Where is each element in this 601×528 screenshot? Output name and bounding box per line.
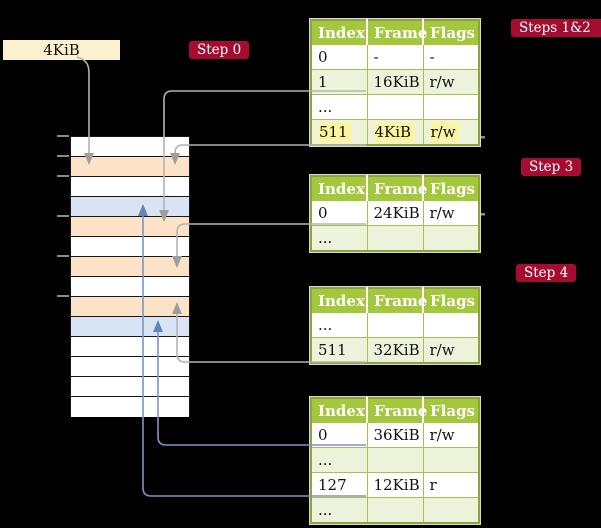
table-cell	[422, 447, 479, 473]
table-cell: 0	[311, 45, 367, 70]
table-row: 511 4KiB r/w	[311, 119, 479, 146]
table-cell: 1	[311, 69, 367, 95]
table-cell: 0	[311, 201, 367, 226]
highlighted-value: 4KiB	[373, 123, 415, 142]
frame-size-label-box: 4KiB	[3, 40, 120, 60]
column-header: Flags	[422, 398, 479, 423]
column-header: Index	[311, 398, 367, 423]
column-header: Flags	[422, 176, 479, 201]
badge-steps-1-2: Steps 1&2	[511, 19, 601, 37]
table-cell: 24KiB	[366, 201, 423, 226]
ruler-tick	[57, 295, 69, 297]
table-cell: ...	[311, 497, 367, 524]
table-cell	[422, 94, 479, 120]
memory-frame-row	[71, 397, 189, 417]
table-cell: -	[366, 45, 423, 70]
table-cell: 32KiB	[366, 337, 423, 364]
highlighted-value: 511	[318, 123, 351, 142]
table-cell	[366, 94, 423, 120]
table-cell: 511	[311, 337, 367, 364]
table-cell: r/w	[422, 201, 479, 226]
memory-frame-row	[71, 317, 189, 337]
table-cell: r/w	[422, 69, 479, 95]
table-row: ...	[311, 94, 479, 120]
column-header: Frame	[366, 398, 427, 423]
column-header: Index	[311, 20, 367, 45]
memory-frame-row	[71, 197, 189, 217]
table-row: ...	[311, 313, 479, 338]
memory-frame-row	[71, 377, 189, 397]
table-cell: ...	[311, 225, 367, 252]
column-header: Frame	[366, 20, 427, 45]
table-cell: 4KiB	[366, 119, 423, 146]
table-cell	[366, 313, 423, 338]
table-cell	[366, 447, 423, 473]
table-cell	[366, 497, 423, 524]
memory-frame-row	[71, 177, 189, 197]
memory-frame-row	[71, 357, 189, 377]
table-cell: 12KiB	[366, 472, 423, 498]
column-header: Frame	[366, 288, 427, 313]
ruler-tick	[57, 175, 69, 177]
table-cell: -	[422, 45, 479, 70]
table-cell: r/w	[422, 119, 479, 146]
table-cell	[366, 225, 423, 252]
table-row: ...	[311, 447, 479, 473]
memory-frame-row	[71, 217, 189, 237]
connector-t1-entry511-arrow	[170, 144, 366, 165]
memory-frame-row	[71, 157, 189, 177]
table-cell: ...	[311, 313, 367, 338]
table-row: ...	[311, 225, 479, 252]
ruler-tick	[57, 215, 69, 217]
table-row: ...	[311, 497, 479, 524]
highlighted-value: r/w	[429, 123, 459, 142]
column-header: Index	[311, 288, 367, 313]
column-header: Flags	[422, 288, 479, 313]
connector-stub	[481, 213, 485, 216]
memory-frame-row	[71, 137, 189, 157]
table-cell: 127	[311, 472, 367, 498]
table-cell: r/w	[422, 337, 479, 364]
table-cell: ...	[311, 94, 367, 120]
memory-frame-row	[71, 297, 189, 317]
column-header: Flags	[422, 20, 479, 45]
table-cell: 36KiB	[366, 423, 423, 448]
table-row: 0--	[311, 45, 479, 70]
memory-frame-row	[71, 237, 189, 257]
table-cell: 0	[311, 423, 367, 448]
table-cell: 511	[311, 119, 367, 146]
table-cell: r/w	[422, 423, 479, 448]
memory-frame-row	[71, 257, 189, 277]
table-cell: r	[422, 472, 479, 498]
column-header: Frame	[366, 176, 427, 201]
ruler-tick	[57, 155, 69, 157]
memory-frame-row	[71, 337, 189, 357]
badge-step-3: Step 3	[521, 158, 582, 176]
memory-column	[70, 136, 190, 417]
column-header: Index	[311, 176, 367, 201]
ruler-tick	[57, 255, 69, 257]
memory-frame-row	[71, 277, 189, 297]
ruler-tick	[57, 135, 69, 137]
table-cell	[422, 313, 479, 338]
badge-step-0: Step 0	[189, 41, 250, 59]
table-cell: ...	[311, 447, 367, 473]
table-cell	[422, 497, 479, 524]
table-cell: 16KiB	[366, 69, 423, 95]
connector-stub	[481, 136, 485, 139]
badge-step-4: Step 4	[516, 264, 577, 282]
table-cell	[422, 225, 479, 252]
